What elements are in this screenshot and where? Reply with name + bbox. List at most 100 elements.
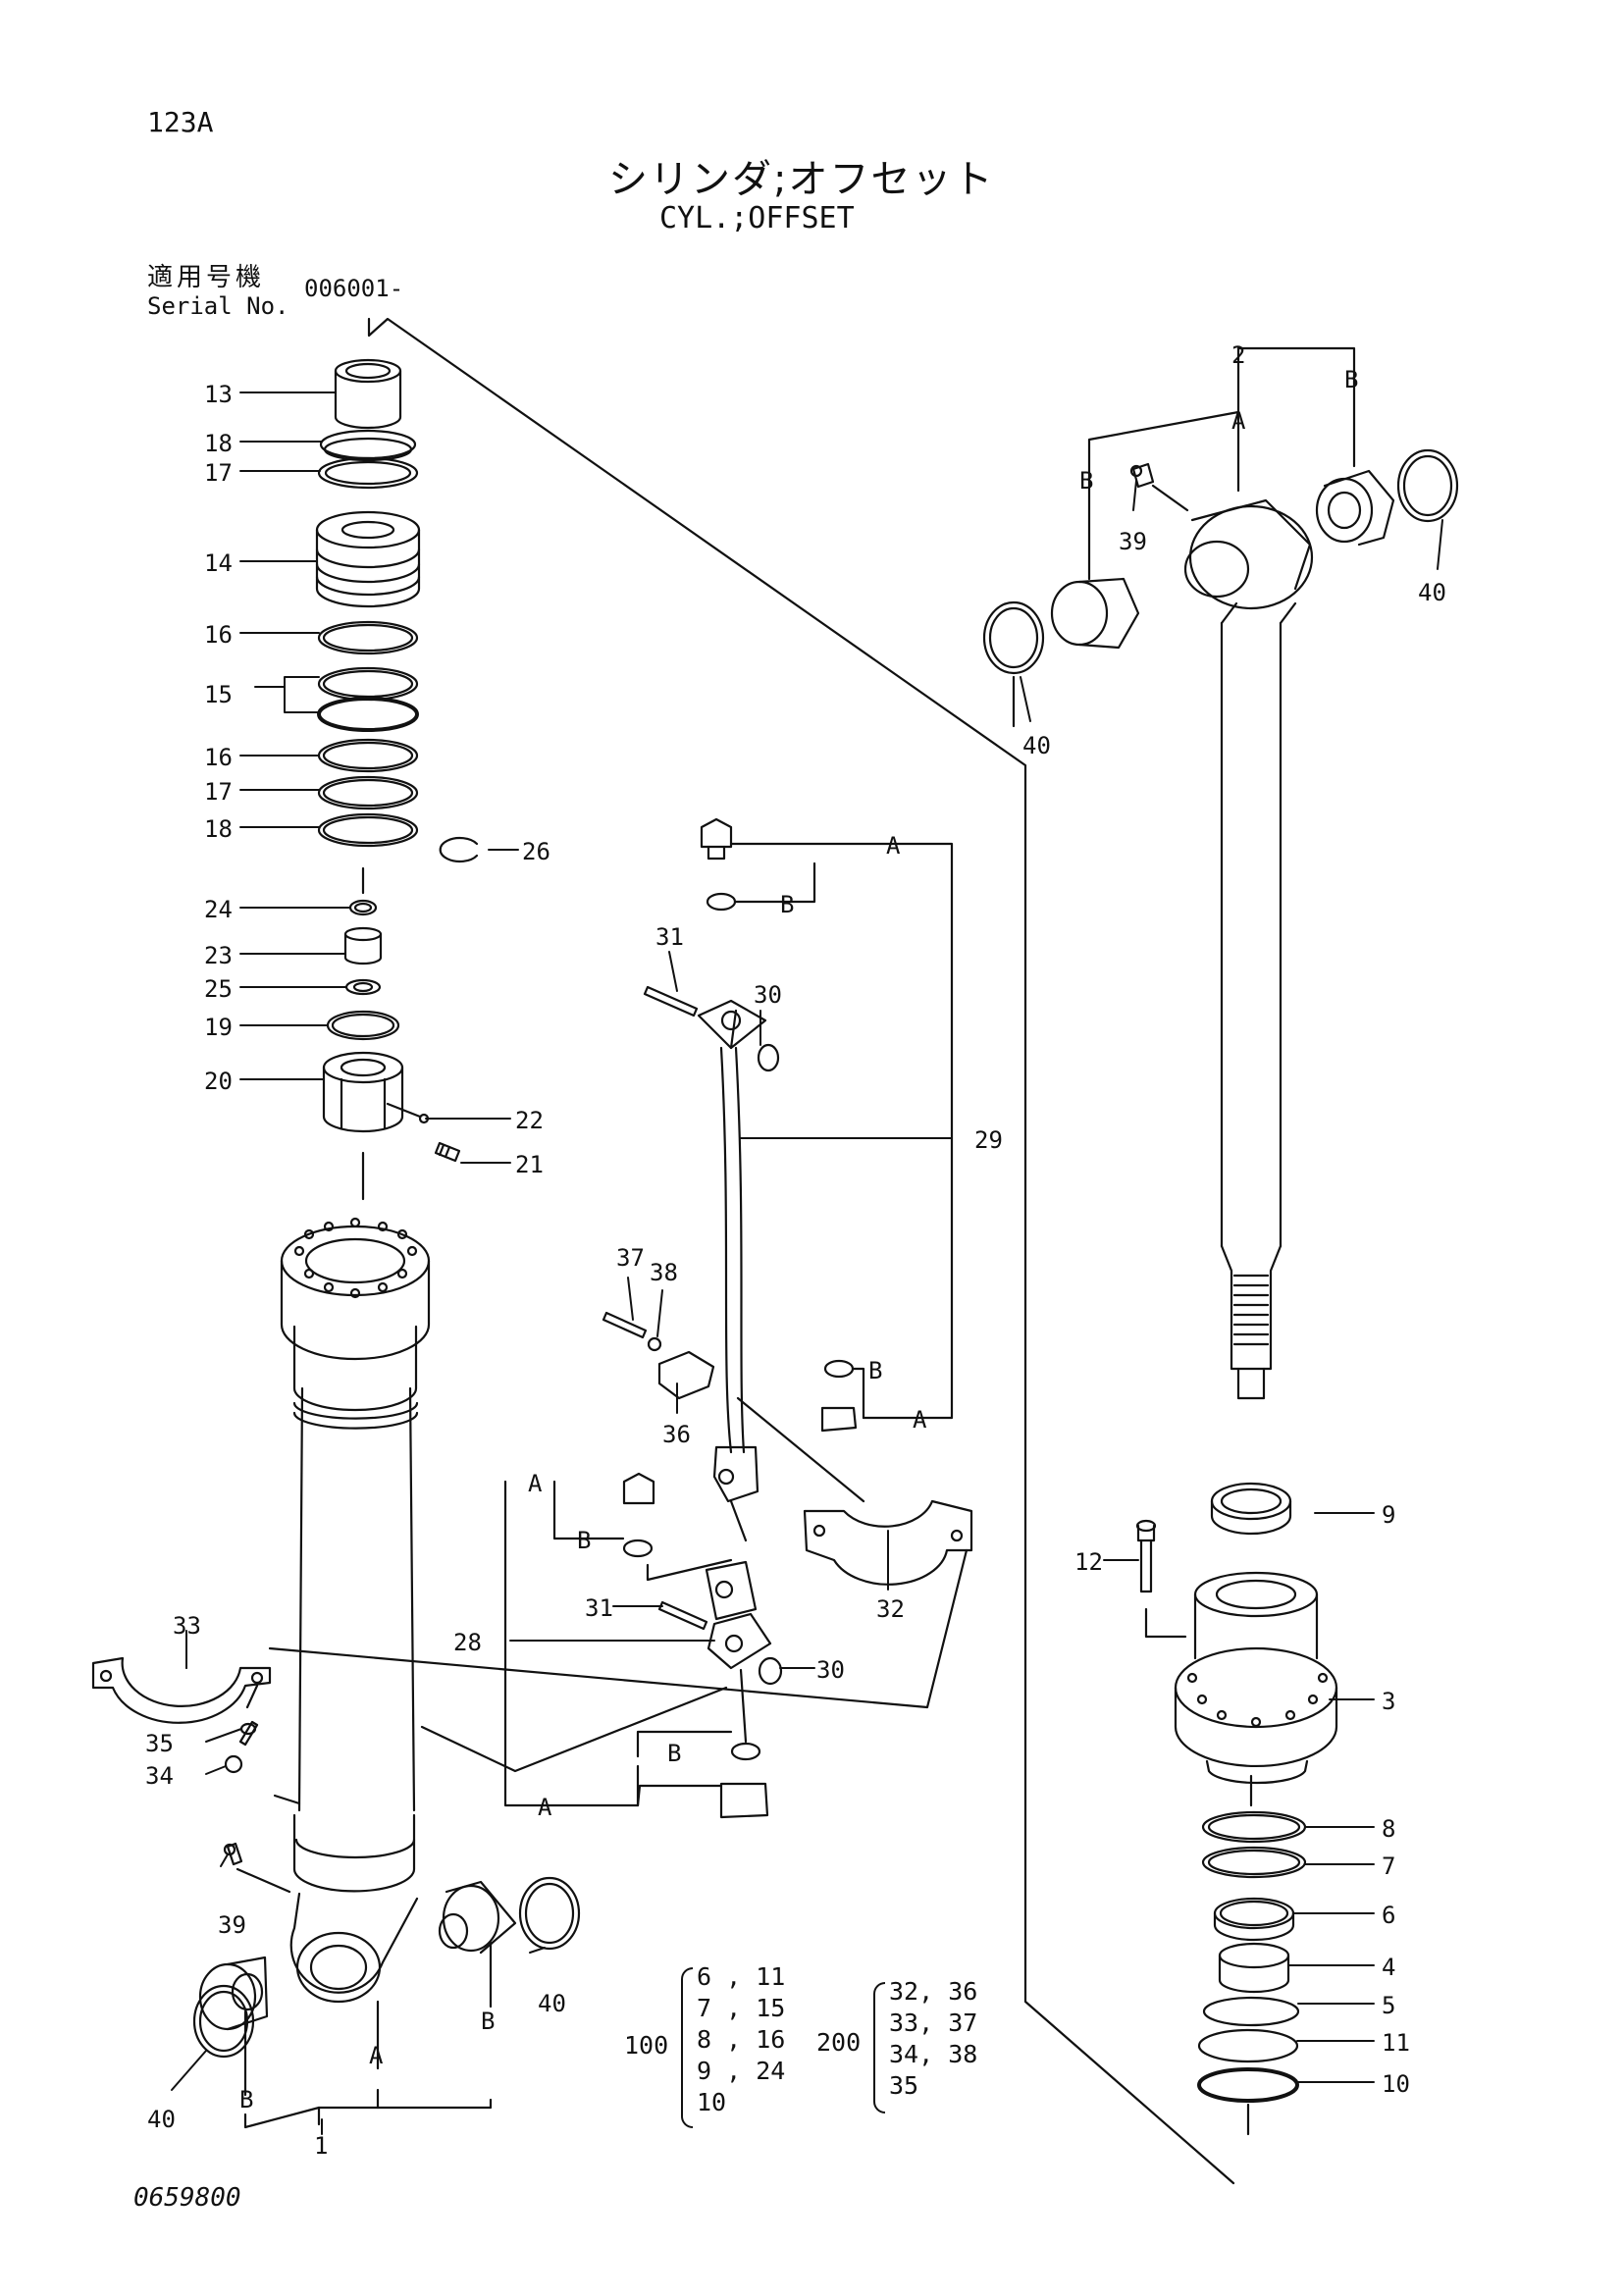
kit-200-row: 35: [889, 2071, 919, 2100]
kit-100-row: 6 , 11: [697, 1962, 786, 1991]
kit-200-brace: [873, 1982, 885, 2113]
callout-36: 36: [662, 1421, 691, 1448]
kit-100-brace: [681, 1967, 693, 2128]
callout-17: 17: [204, 459, 233, 487]
label-a: A: [538, 1794, 552, 1821]
callout-39: 39: [218, 1911, 246, 1939]
callout-14: 14: [204, 549, 233, 577]
part-4-to-11-seals-rings: [1197, 1774, 1307, 2136]
kit-100-list: 100 6 , 11 7 , 15 8 , 16 9 , 24 10: [624, 1962, 785, 2129]
title-japanese: シリンダ;オフセット: [608, 157, 995, 202]
kit-200-list: 200 32, 36 33, 37 34, 38 35: [816, 1977, 983, 2114]
kit-100-row: 8 , 16: [697, 2025, 786, 2054]
callout-16: 16: [204, 744, 233, 771]
part-34-35-bolt-washer: [224, 1684, 259, 1774]
callout-34: 34: [145, 1762, 174, 1790]
callout-1: 1: [314, 2132, 328, 2160]
serial-range-bracket: [367, 317, 1235, 2185]
callout-15: 15: [204, 681, 233, 708]
callout-21: 21: [515, 1151, 544, 1178]
part-19-ring: [326, 1010, 400, 1041]
callout-3: 3: [1382, 1688, 1395, 1715]
left-eye-bushings: [192, 1842, 581, 2059]
callout-40: 40: [538, 1990, 566, 2017]
part-2-piston-rod: [1183, 498, 1314, 1400]
callout-31: 31: [655, 923, 684, 951]
callout-30: 30: [816, 1656, 845, 1684]
callout-33: 33: [173, 1612, 201, 1640]
label-b: B: [868, 1357, 882, 1384]
callout-25: 25: [204, 975, 233, 1003]
pipe-assembly: [602, 817, 973, 1819]
callout-20: 20: [204, 1068, 233, 1095]
callout-7: 7: [1382, 1852, 1395, 1880]
part-13-bushing: [334, 358, 402, 430]
label-b: B: [1079, 467, 1093, 495]
part-15-16-17-18-rings: [317, 620, 419, 848]
kit-100-row: 7 , 15: [697, 1994, 786, 2022]
part-21-set-screw: [434, 1141, 461, 1163]
part-23-24-25-nut-parts: [343, 899, 383, 996]
label-b: B: [780, 891, 794, 918]
callout-40: 40: [1418, 579, 1446, 606]
callout-23: 23: [204, 942, 233, 969]
right-eye-bushings: [982, 346, 1459, 728]
callout-24: 24: [204, 896, 233, 923]
callout-2: 2: [1231, 341, 1245, 369]
callout-32: 32: [876, 1595, 905, 1623]
part-14-piston: [315, 510, 421, 608]
kit-200-row: 34, 38: [889, 2040, 978, 2068]
callout-19: 19: [204, 1014, 233, 1041]
label-b: B: [481, 2008, 495, 2035]
serial-range: 006001-: [304, 275, 404, 302]
serial-label-english: Serial No.: [147, 292, 289, 320]
page-id: 123A: [147, 106, 214, 138]
part-9-seal: [1210, 1482, 1292, 1536]
callout-leaders: [171, 391, 1443, 2135]
callout-13: 13: [204, 381, 233, 408]
label-b: B: [239, 2086, 253, 2113]
assembly-leader-lines: [268, 1548, 969, 1805]
callout-31: 31: [585, 1594, 613, 1622]
kit-200-number: 200: [816, 2028, 862, 2057]
label-b: B: [577, 1527, 591, 1554]
cylinder-head-parts: [315, 358, 479, 1201]
drawing-number: 0659800: [133, 2183, 241, 2213]
label-a: A: [1231, 407, 1246, 435]
callout-9: 9: [1382, 1501, 1395, 1529]
kit-200-row: 32, 36: [889, 1977, 978, 2006]
part-1-cylinder-tube: [280, 1217, 431, 2004]
label-a: A: [528, 1470, 543, 1497]
callout-40: 40: [1022, 732, 1051, 759]
callout-39: 39: [1119, 528, 1147, 555]
reference-brackets-ab: [503, 842, 954, 1807]
kit-200-row: 33, 37: [889, 2009, 978, 2037]
bracket-part-1: [243, 1941, 493, 2129]
callout-8: 8: [1382, 1815, 1395, 1843]
callout-29: 29: [974, 1126, 1003, 1154]
kit-100-row: 10: [697, 2088, 727, 2116]
part-20-nut: [322, 1051, 404, 1133]
label-a: A: [913, 1406, 927, 1434]
callout-30: 30: [754, 981, 782, 1009]
kit-100-row: 9 , 24: [697, 2057, 786, 2085]
part-3-rod-cover: [1174, 1571, 1338, 1785]
serial-label-japanese: 適用号機: [147, 263, 266, 292]
label-b: B: [1344, 366, 1358, 393]
callout-6: 6: [1382, 1902, 1395, 1929]
callout-17: 17: [204, 778, 233, 806]
callout-10: 10: [1382, 2070, 1410, 2098]
callout-18: 18: [204, 815, 233, 843]
part-12-bolt: [1135, 1519, 1187, 1639]
callout-22: 22: [515, 1107, 544, 1134]
callout-38: 38: [650, 1259, 678, 1286]
kit-100-number: 100: [624, 2031, 669, 2060]
label-a: A: [886, 832, 901, 860]
callout-18: 18: [204, 430, 233, 457]
label-b: B: [667, 1740, 681, 1767]
callout-labels: 13 18 17 14 16 15 16 17 18 26 24 23 25 1…: [145, 341, 1446, 2160]
callout-11: 11: [1382, 2029, 1410, 2057]
part-26-snap-ring: [439, 836, 479, 863]
callout-16: 16: [204, 621, 233, 649]
